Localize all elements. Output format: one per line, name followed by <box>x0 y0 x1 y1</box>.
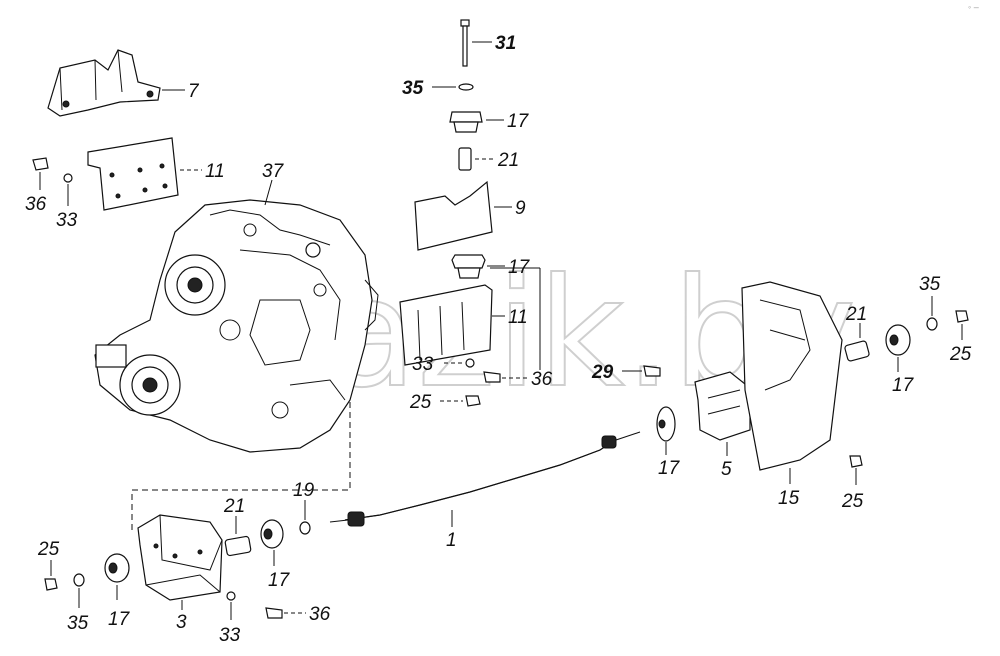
bracket-5 <box>694 371 751 441</box>
bolt-36-bottom <box>265 607 283 619</box>
corner-mark: ◦ – <box>968 2 979 12</box>
washer-35-bottom <box>73 573 85 587</box>
washer-33-bottom <box>226 591 236 601</box>
callout-7: 7 <box>188 81 200 102</box>
bushing-17-right-top <box>885 324 911 356</box>
callout-9: 9 <box>515 198 526 219</box>
callout-17-right-low: 17 <box>658 458 681 479</box>
bushing-17-bottom-mid <box>260 519 284 549</box>
plate-9 <box>414 180 493 251</box>
callout-25-mid: 25 <box>409 392 432 413</box>
callout-21-top: 21 <box>497 150 519 171</box>
callout-11-right: 11 <box>508 307 528 328</box>
callout-11-left: 11 <box>205 161 225 182</box>
callout-36-bottom: 36 <box>309 604 331 625</box>
sleeve-21-bottom <box>224 535 252 557</box>
callout-36-left: 36 <box>25 194 47 215</box>
callout-33-left: 33 <box>56 210 78 231</box>
nut-25-mid <box>465 395 481 407</box>
nut-25-bottom <box>44 578 58 591</box>
callout-35-top: 35 <box>402 78 424 99</box>
bolt-29 <box>643 365 661 377</box>
washer-33-left <box>63 173 73 183</box>
callout-33-bottom: 33 <box>219 625 241 646</box>
callout-1: 1 <box>446 530 457 551</box>
bracket-3 <box>137 514 223 601</box>
bracket-11-right <box>399 284 493 366</box>
callout-25-right-top: 25 <box>949 344 972 365</box>
callout-5: 5 <box>721 459 732 480</box>
nut-25-right-top <box>955 310 969 323</box>
bushing-17-mid <box>451 254 486 279</box>
callout-25-right-low: 25 <box>841 491 864 512</box>
callout-35-right: 35 <box>919 274 941 295</box>
sleeve-21-top <box>458 147 472 171</box>
callout-19: 19 <box>293 480 315 501</box>
washer-19 <box>299 521 311 535</box>
bushing-17-right-low <box>656 406 676 442</box>
callout-17-right-top: 17 <box>892 375 915 396</box>
callout-17-bottom-mid: 17 <box>268 570 291 591</box>
callout-25-bottom: 25 <box>37 539 60 560</box>
bolt-31 <box>460 19 470 67</box>
bolt-36-right <box>483 371 501 383</box>
callout-21-bottom: 21 <box>223 496 245 517</box>
bushing-17-top <box>449 111 483 133</box>
bracket-15 <box>741 281 843 471</box>
washer-35-right <box>926 317 938 331</box>
callout-35-bottom: 35 <box>67 613 89 634</box>
plate-11-left <box>87 137 179 211</box>
callout-21-right: 21 <box>845 304 867 325</box>
bolt-36-left <box>32 157 49 171</box>
callout-29: 29 <box>591 362 614 383</box>
rod-1 <box>329 431 641 527</box>
callout-3: 3 <box>176 612 187 633</box>
sleeve-21-right <box>844 340 870 362</box>
callout-15: 15 <box>778 488 800 509</box>
bracket-7 <box>47 49 161 117</box>
callout-17-top: 17 <box>507 111 530 132</box>
callout-31: 31 <box>495 33 516 54</box>
callout-17-bottom-left: 17 <box>108 609 131 630</box>
bushing-17-bottom-left <box>104 553 130 583</box>
callout-33-right: 33 <box>412 354 434 375</box>
callout-37: 37 <box>262 161 285 182</box>
nut-25-right-low <box>849 455 863 468</box>
washer-33-right <box>465 358 475 368</box>
transfer-case-37 <box>94 199 379 453</box>
washer-35-top <box>458 83 474 91</box>
callout-36-right: 36 <box>531 369 553 390</box>
